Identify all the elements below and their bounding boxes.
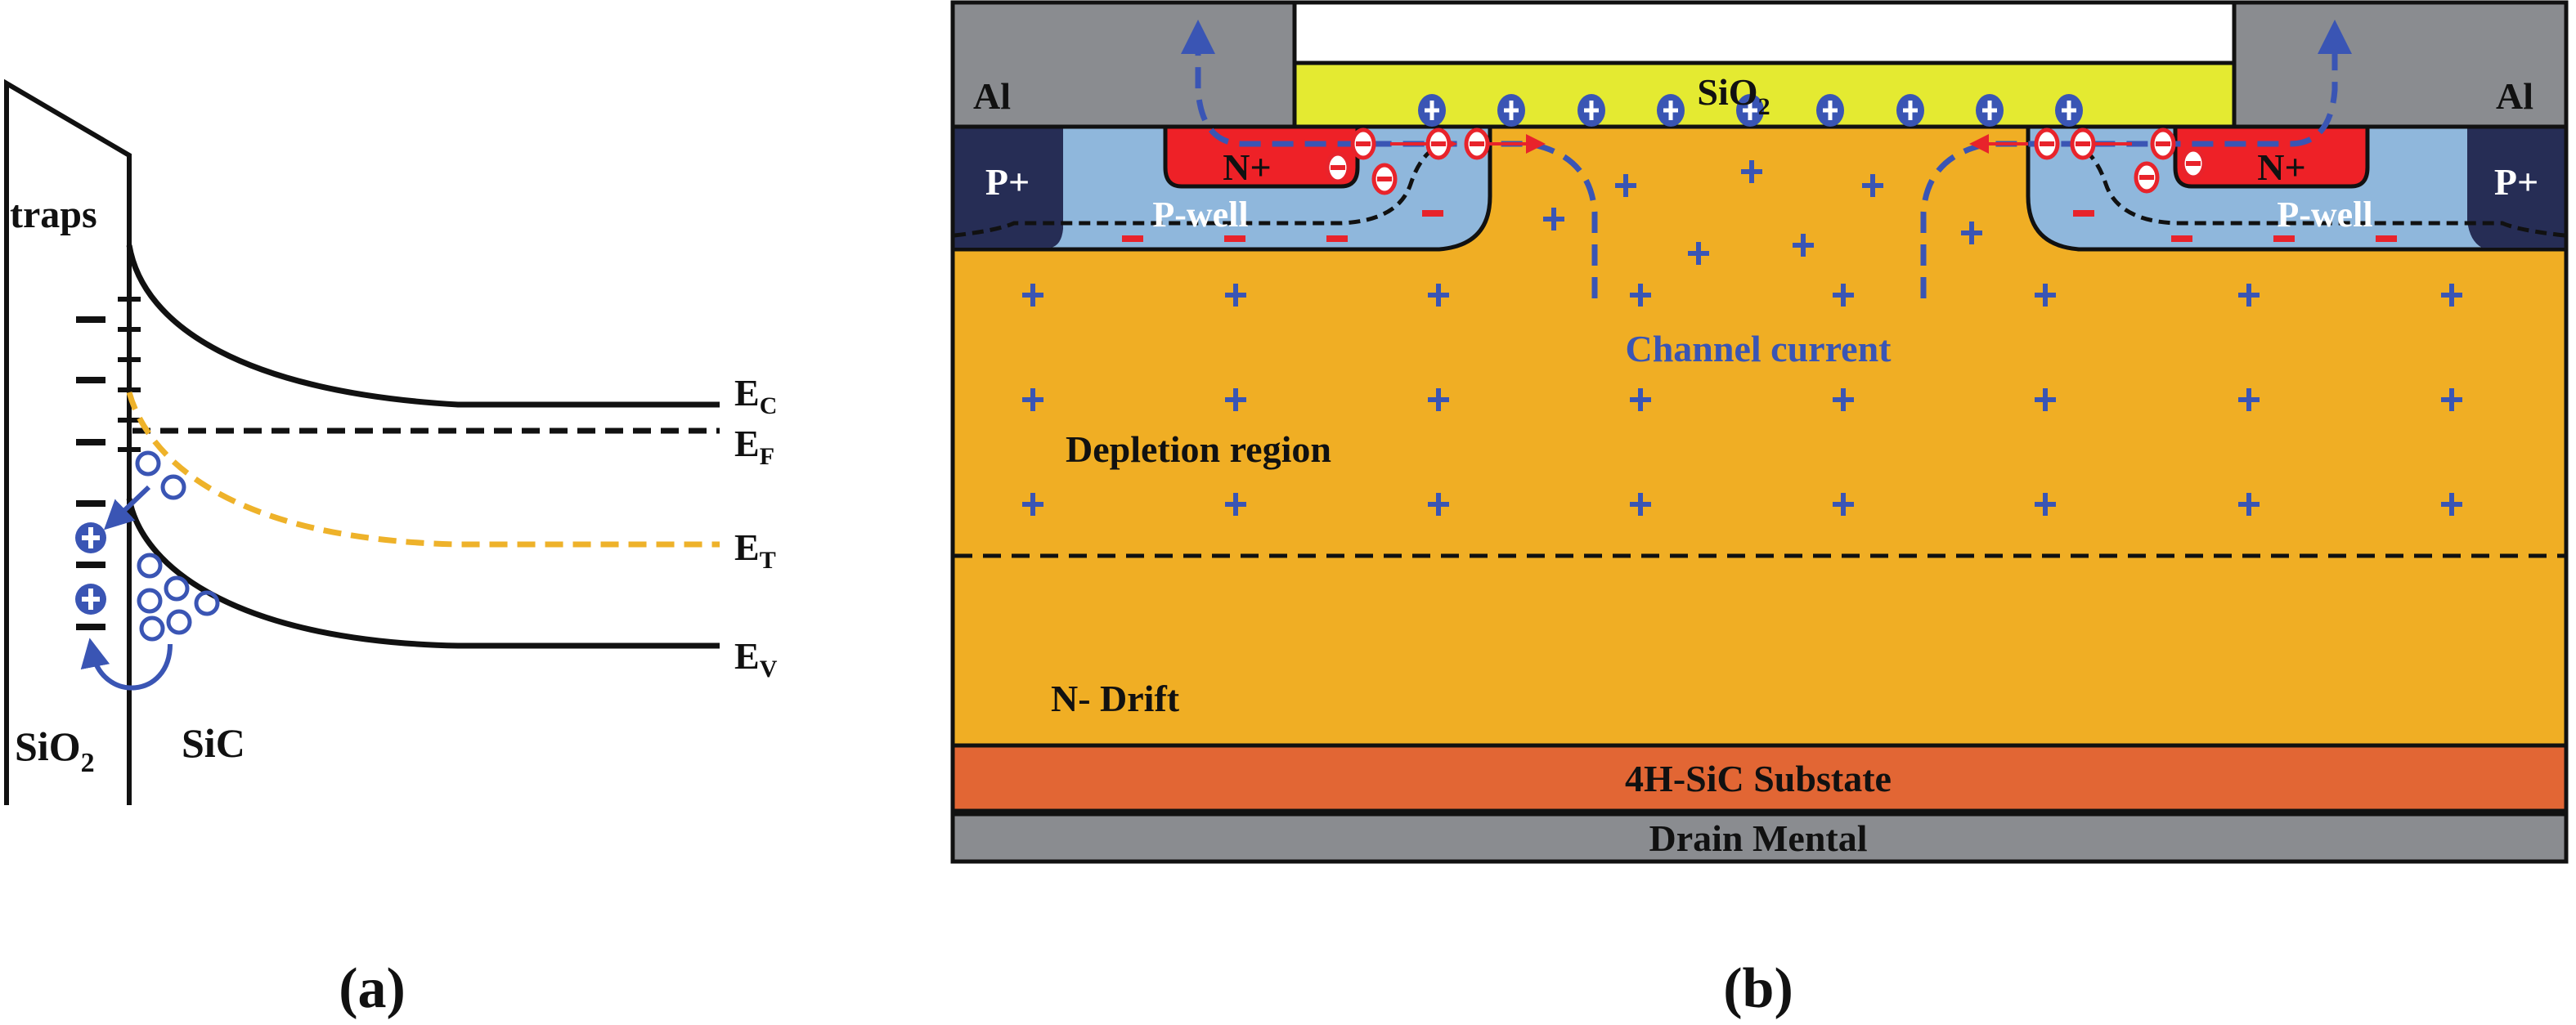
interface-trap-ticks [118, 297, 141, 452]
p-plus-right-label: P+ [2494, 161, 2538, 203]
trap-level-et [126, 392, 720, 548]
al-contact-left [950, 0, 1297, 129]
oxide-outline [4, 78, 132, 805]
conduction-band-ec [126, 244, 720, 408]
device-frame [950, 0, 2569, 864]
channel-current-path-right [1920, 20, 2352, 298]
p-plus-right [2467, 128, 2565, 248]
oxide-label-a: SiO2 [15, 723, 95, 778]
substrate-label: 4H-SiC Substate [1625, 758, 1892, 799]
channel-current-path-left [1181, 20, 1598, 298]
valence-band-ev [126, 498, 720, 649]
depletion-region-label: Depletion region [1066, 428, 1331, 470]
drain-label: Drain Mental [1649, 817, 1867, 859]
n-plus-left-label: N+ [1223, 146, 1271, 188]
p-plus-left [954, 128, 1063, 248]
caption-a: (a) [339, 957, 406, 1020]
emission-arrow-icon [80, 638, 173, 691]
p-plus-left-label: P+ [985, 161, 1030, 203]
depletion-edge-right [2068, 141, 2565, 238]
oxide-negative-charges [76, 316, 105, 630]
n-plus-right [2173, 124, 2370, 189]
n-plus-right-label: N+ [2257, 146, 2305, 188]
drift-label: N- Drift [1051, 678, 1180, 719]
al-right-label: Al [2496, 75, 2533, 117]
drain-metal-layer [950, 812, 2569, 864]
p-well-left-label: P-well [1152, 195, 1248, 235]
panel-a-band-diagram: traps SiO2 SiC EC EF ET EV (a) [4, 78, 778, 1020]
al-left-label: Al [973, 75, 1011, 117]
oxide-positive-charges [75, 522, 106, 615]
panel-b-mosfet-cross-section: Al Al SiO2 P+ P+ N+ N+ P-well P-well Cha… [950, 0, 2569, 1020]
level-label-ec: EC [734, 372, 777, 419]
level-label-ef: EF [734, 423, 774, 470]
gate-oxide-label: SiO2 [1697, 71, 1770, 120]
channel-current-label: Channel current [1626, 328, 1892, 369]
sic-label: SiC [182, 720, 245, 766]
level-label-ev: EV [734, 635, 778, 683]
depletion-edge-left [954, 141, 1448, 238]
traps-label: traps [10, 193, 97, 236]
p-well-right-label: P-well [2277, 195, 2372, 235]
level-label-et: ET [734, 526, 776, 574]
capture-arrow-icon [103, 485, 151, 530]
caption-b: (b) [1723, 957, 1793, 1020]
holes [135, 450, 220, 642]
